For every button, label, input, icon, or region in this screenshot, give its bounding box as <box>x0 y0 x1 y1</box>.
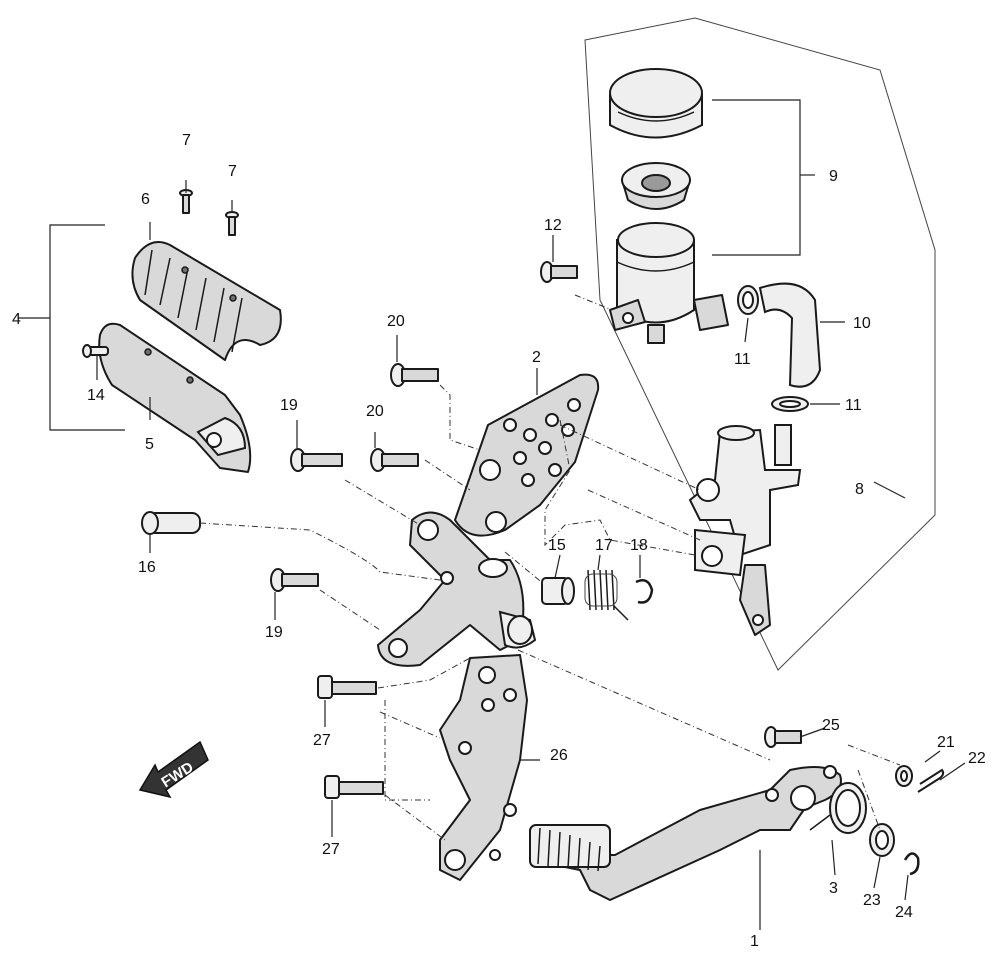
callout-19b: 19 <box>265 624 283 641</box>
footpeg-rubber <box>131 241 282 361</box>
callout-labels: 1 2 3 4 5 6 7 7 8 9 10 11 11 12 14 15 16… <box>12 132 986 950</box>
heel-guard-plate <box>454 373 600 537</box>
callout-21: 21 <box>937 734 955 751</box>
brake-pedal <box>529 765 842 901</box>
callout-4: 4 <box>12 311 21 328</box>
master-cylinder-group-outline <box>584 17 936 671</box>
leader-lines <box>18 99 966 930</box>
footpeg-pin <box>82 344 109 358</box>
pivot-pin <box>141 511 201 535</box>
cotter-pin-22 <box>917 768 945 793</box>
rear-bracket <box>439 654 528 881</box>
assembly-lines <box>199 294 901 841</box>
reservoir-hose <box>758 282 822 388</box>
callout-27b: 27 <box>322 841 340 858</box>
pedal-return-spring <box>809 782 867 834</box>
washer-21 <box>895 765 913 787</box>
callout-23: 23 <box>863 892 881 909</box>
return-spring <box>584 569 629 621</box>
bolt-19-upper <box>290 448 343 472</box>
bolt-20-upper <box>390 363 439 387</box>
callout-16: 16 <box>138 559 156 576</box>
callout-27a: 27 <box>313 732 331 749</box>
callout-20a: 20 <box>387 313 405 330</box>
callout-26: 26 <box>550 747 568 764</box>
rubber-screw-b <box>225 211 239 236</box>
callout-2: 2 <box>532 349 541 366</box>
bolt-12 <box>540 261 578 283</box>
callout-24: 24 <box>895 904 913 921</box>
callout-14: 14 <box>87 387 105 404</box>
callout-10: 10 <box>853 315 871 332</box>
callout-1: 1 <box>750 933 759 950</box>
callout-12: 12 <box>544 217 562 234</box>
retaining-clip <box>635 579 654 604</box>
callout-20b: 20 <box>366 403 384 420</box>
footpeg-bracket <box>377 511 537 667</box>
footpeg-group-bracket <box>49 224 125 431</box>
circlip-24 <box>903 852 920 876</box>
hose-clamp-lower <box>771 396 809 412</box>
pivot-collar <box>541 577 575 605</box>
footpeg <box>98 322 252 473</box>
callout-22: 22 <box>968 750 986 767</box>
master-cylinder-body <box>688 424 802 636</box>
forward-direction-arrow: FWD <box>138 740 209 799</box>
callout-15: 15 <box>548 537 566 554</box>
callout-6: 6 <box>141 191 150 208</box>
bolt-19-lower <box>270 568 319 592</box>
callout-11a: 11 <box>734 351 751 368</box>
callout-3: 3 <box>829 880 838 897</box>
reservoir-diaphragm <box>621 162 691 210</box>
reservoir-cap <box>609 68 703 139</box>
washer-23 <box>869 823 895 857</box>
hose-clamp-upper <box>737 285 759 315</box>
callout-19a: 19 <box>280 397 298 414</box>
callout-5: 5 <box>145 436 154 453</box>
reservoir-body <box>609 222 729 344</box>
pedal-bolt-25 <box>764 726 802 748</box>
callout-17: 17 <box>595 537 613 554</box>
callout-11b: 11 <box>845 397 862 414</box>
callout-18: 18 <box>630 537 648 554</box>
bolt-20-lower <box>370 448 419 472</box>
bolt-27-upper <box>317 675 377 699</box>
callout-9: 9 <box>829 168 838 185</box>
callout-7b: 7 <box>228 163 237 180</box>
callout-8: 8 <box>855 481 864 498</box>
rubber-screw-a <box>179 189 193 214</box>
callout-7a: 7 <box>182 132 191 149</box>
callout-25: 25 <box>822 717 840 734</box>
bolt-27-lower <box>324 775 384 799</box>
